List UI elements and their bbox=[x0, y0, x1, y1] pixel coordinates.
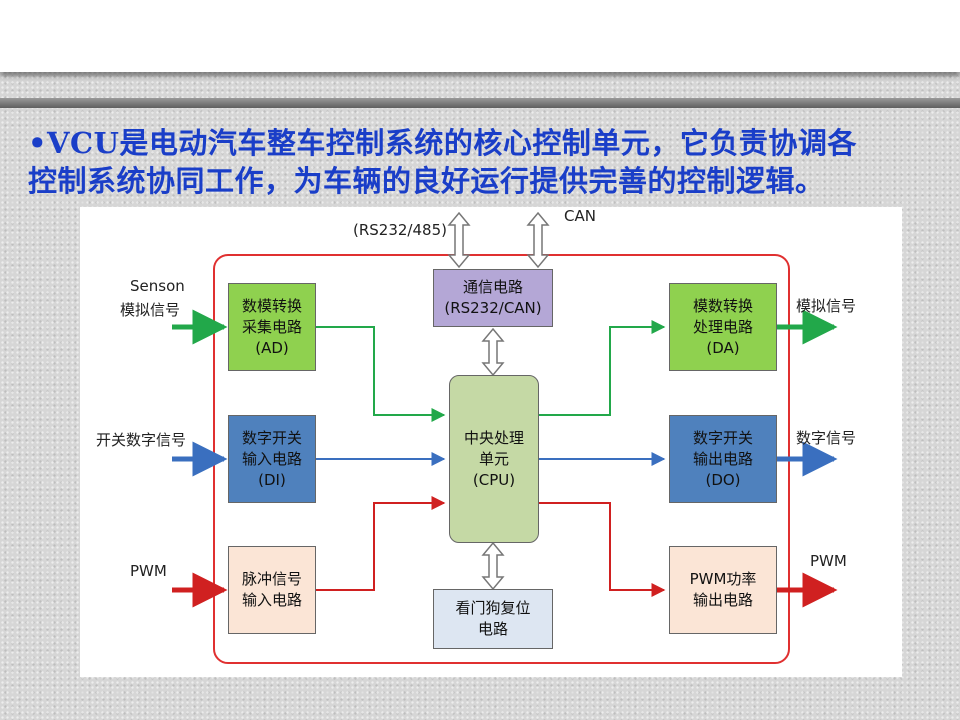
pwm-out-line2: 输出电路 bbox=[692, 591, 753, 609]
pulse-to-cpu-path bbox=[316, 496, 446, 591]
watchdog-line2: 电路 bbox=[477, 620, 508, 638]
watchdog-block: 看门狗复位 电路 bbox=[433, 589, 553, 649]
cpu-block: 中央处理 单元 (CPU) bbox=[449, 375, 539, 543]
di-line1: 数字开关 bbox=[241, 428, 302, 447]
cpu-to-pwm-out-path bbox=[539, 502, 666, 597]
output-digital-label: 数字信号 bbox=[796, 429, 857, 447]
pulse-input-block: 脉冲信号 输入电路 bbox=[228, 546, 316, 634]
pwm-out-line1: PWM功率 bbox=[689, 570, 757, 588]
di-line2: 输入电路 bbox=[241, 449, 302, 468]
ad-line2: 采集电路 bbox=[241, 317, 302, 336]
cpu-line2: 单元 bbox=[478, 449, 509, 468]
header-divider bbox=[0, 98, 960, 108]
ad-line1: 数模转换 bbox=[241, 296, 302, 315]
slide-title: •VCU是电动汽车整车控制系统的核心控制单元，它负责协调各 控制系统协同工作，为… bbox=[28, 124, 948, 200]
vcu-block-diagram: (RS232/485) CAN Senson 模拟信号 开关数字信号 PWM 模… bbox=[80, 207, 902, 677]
cpu-line3: (CPU) bbox=[472, 470, 516, 489]
da-line1: 模数转换 bbox=[692, 296, 753, 315]
cpu-line1: 中央处理 bbox=[463, 428, 524, 447]
do-line2: 输出电路 bbox=[692, 449, 753, 468]
di-line3: (DI) bbox=[258, 470, 286, 489]
input-pwm-label: PWM bbox=[130, 562, 167, 580]
da-block: 模数转换 处理电路 (DA) bbox=[669, 283, 777, 371]
title-line-1: •VCU是电动汽车整车控制系统的核心控制单元，它负责协调各 bbox=[28, 126, 857, 160]
do-line1: 数字开关 bbox=[692, 428, 753, 447]
ad-block: 数模转换 采集电路 (AD) bbox=[228, 283, 316, 371]
comm-line1: 通信电路 bbox=[462, 278, 523, 296]
comm-line2: (RS232/CAN) bbox=[444, 299, 542, 317]
output-pwm-label: PWM bbox=[810, 552, 847, 570]
da-line2: 处理电路 bbox=[692, 317, 753, 336]
input-analog-en-label: Senson bbox=[130, 277, 185, 295]
title-line-2: 控制系统协同工作，为车辆的良好运行提供完善的控制逻辑。 bbox=[28, 164, 825, 198]
comm-cpu-double-arrow bbox=[481, 327, 505, 377]
diagram-connections bbox=[172, 211, 838, 664]
input-digital-label: 开关数字信号 bbox=[96, 431, 187, 449]
watchdog-line1: 看门狗复位 bbox=[455, 599, 531, 617]
serial-label: (RS232/485) bbox=[353, 221, 447, 239]
input-analog-cn-label: 模拟信号 bbox=[120, 301, 181, 319]
do-block: 数字开关 输出电路 (DO) bbox=[669, 415, 777, 503]
ad-to-cpu-path bbox=[316, 326, 446, 422]
ad-line3: (AD) bbox=[255, 338, 289, 357]
do-line3: (DO) bbox=[705, 470, 741, 489]
pwm-output-block: PWM功率 输出电路 bbox=[669, 546, 777, 634]
comm-block: 通信电路 (RS232/CAN) bbox=[433, 269, 553, 327]
cpu-watchdog-double-arrow bbox=[481, 541, 505, 591]
cpu-to-da-path bbox=[539, 320, 666, 416]
output-analog-label: 模拟信号 bbox=[796, 297, 857, 315]
di-block: 数字开关 输入电路 (DI) bbox=[228, 415, 316, 503]
pulse-line1: 脉冲信号 bbox=[241, 570, 302, 588]
can-double-arrow bbox=[526, 211, 550, 269]
pulse-line2: 输入电路 bbox=[241, 591, 302, 609]
slide-header-band bbox=[0, 0, 960, 72]
da-line3: (DA) bbox=[706, 338, 740, 357]
serial-double-arrow bbox=[447, 211, 471, 269]
can-label: CAN bbox=[564, 207, 596, 225]
